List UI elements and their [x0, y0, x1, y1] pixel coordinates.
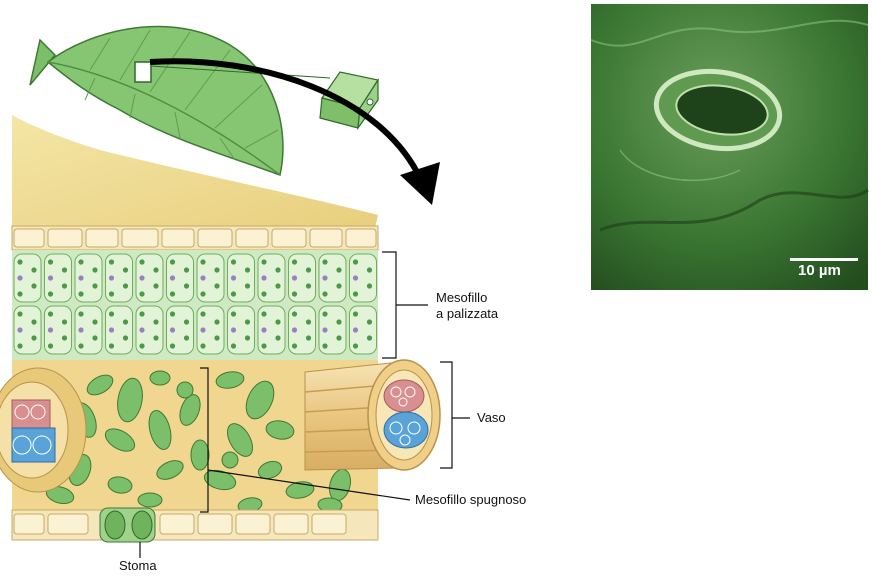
leaf-cross-section — [0, 115, 440, 542]
vein-vessel — [305, 360, 440, 470]
scale-bar-label: 10 µm — [798, 263, 841, 279]
label-palisade-line2: a palizzata — [436, 306, 498, 322]
label-vessel: Vaso — [477, 410, 506, 426]
label-palisade-line1: Mesofillo — [436, 290, 487, 306]
label-stoma: Stoma — [119, 558, 157, 574]
stoma-micrograph — [591, 4, 868, 290]
stoma — [100, 508, 155, 542]
label-spongy: Mesofillo spugnoso — [415, 492, 526, 508]
scale-bar — [790, 258, 858, 261]
